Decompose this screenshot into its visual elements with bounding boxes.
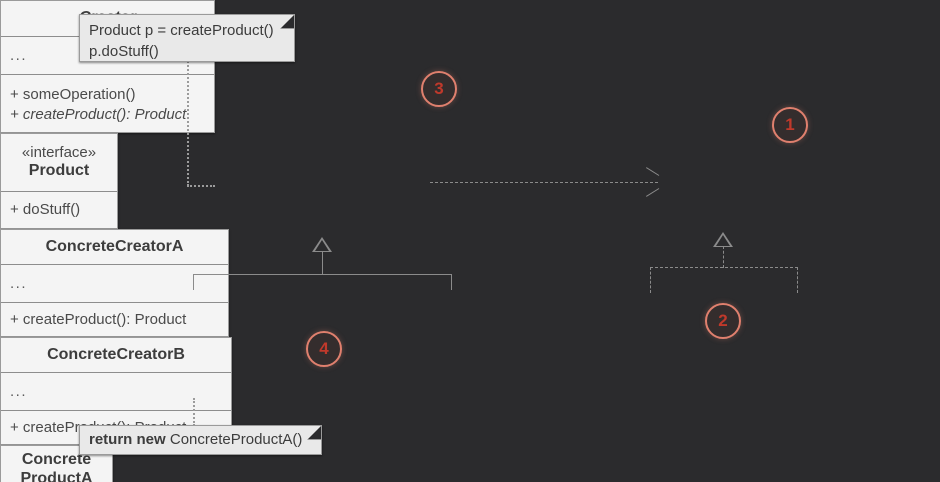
connector-product-real-stem <box>723 246 724 268</box>
connector-note-to-creator-stub <box>187 185 215 187</box>
connector-real-to-concrete-product-a <box>650 267 651 293</box>
note-client-code-line-1: Product p = createProduct() <box>89 22 274 39</box>
class-title-product: «interface» Product <box>1 134 117 191</box>
note-factory-return: return new ConcreteProductA() <box>79 425 322 455</box>
connector-creator-gen-bus <box>193 274 452 275</box>
class-box-concrete-product-a[interactable]: Concrete ProductA <box>0 445 113 482</box>
class-method-product-0: + doStuff() <box>10 201 81 219</box>
arrowhead-dependency-open <box>644 174 658 190</box>
badge-3[interactable]: 3 <box>421 71 457 107</box>
badge-1[interactable]: 1 <box>772 107 808 143</box>
connector-note-to-creator <box>187 58 189 186</box>
class-name-concrete-product-a-line-2: ProductA <box>20 470 93 482</box>
connector-concrete-creator-a-to-note <box>193 398 195 426</box>
class-methods-concrete-creator-a: + createProduct(): Product <box>1 301 228 336</box>
connector-gen-to-concrete-creator-a <box>193 274 194 290</box>
note-client-code: Product p = createProduct() p.doStuff() <box>79 14 295 62</box>
badge-4[interactable]: 4 <box>306 331 342 367</box>
note-keyword-return-new: return new <box>89 431 166 448</box>
class-method-creator-0: + someOperation() <box>10 86 136 104</box>
connector-creator-to-product <box>430 182 658 183</box>
arrowhead-generalization-creator <box>312 237 332 252</box>
note-client-code-line-2: p.doStuff() <box>89 42 159 60</box>
class-methods-creator: + someOperation() + createProduct(): Pro… <box>1 74 214 132</box>
arrowhead-realization-product <box>713 232 733 247</box>
class-attributes-concrete-creator-b: ... <box>1 372 231 409</box>
badge-2[interactable]: 2 <box>705 303 741 339</box>
connector-creator-gen-stem <box>322 251 323 275</box>
class-title-concrete-creator-a: ConcreteCreatorA <box>45 238 184 256</box>
class-title-concrete-product-a: Concrete ProductA <box>1 446 112 482</box>
class-method-creator-1: + createProduct(): Product <box>10 105 187 123</box>
note-factory-return-text: return new ConcreteProductA() <box>89 430 311 451</box>
class-method-concrete-creator-a-0: + createProduct(): Product <box>10 310 187 328</box>
class-methods-product: + doStuff() <box>1 190 117 228</box>
connector-gen-to-concrete-creator-b <box>451 274 452 290</box>
class-stereotype-product: «interface» <box>21 144 97 162</box>
class-title-concrete-creator-b: ConcreteCreatorB <box>47 346 185 364</box>
note-expression-concrete-product-a: ConcreteProductA() <box>169 431 303 448</box>
class-box-concrete-creator-a[interactable]: ConcreteCreatorA ... + createProduct(): … <box>0 229 229 337</box>
class-attributes-concrete-creator-a: ... <box>1 264 228 301</box>
class-box-product[interactable]: «interface» Product + doStuff() <box>0 133 118 229</box>
connector-product-real-bus <box>650 267 798 268</box>
connector-real-to-concrete-product-b <box>797 267 798 293</box>
class-name-product: Product <box>28 161 90 179</box>
class-name-concrete-product-a-line-1: Concrete <box>21 451 92 469</box>
